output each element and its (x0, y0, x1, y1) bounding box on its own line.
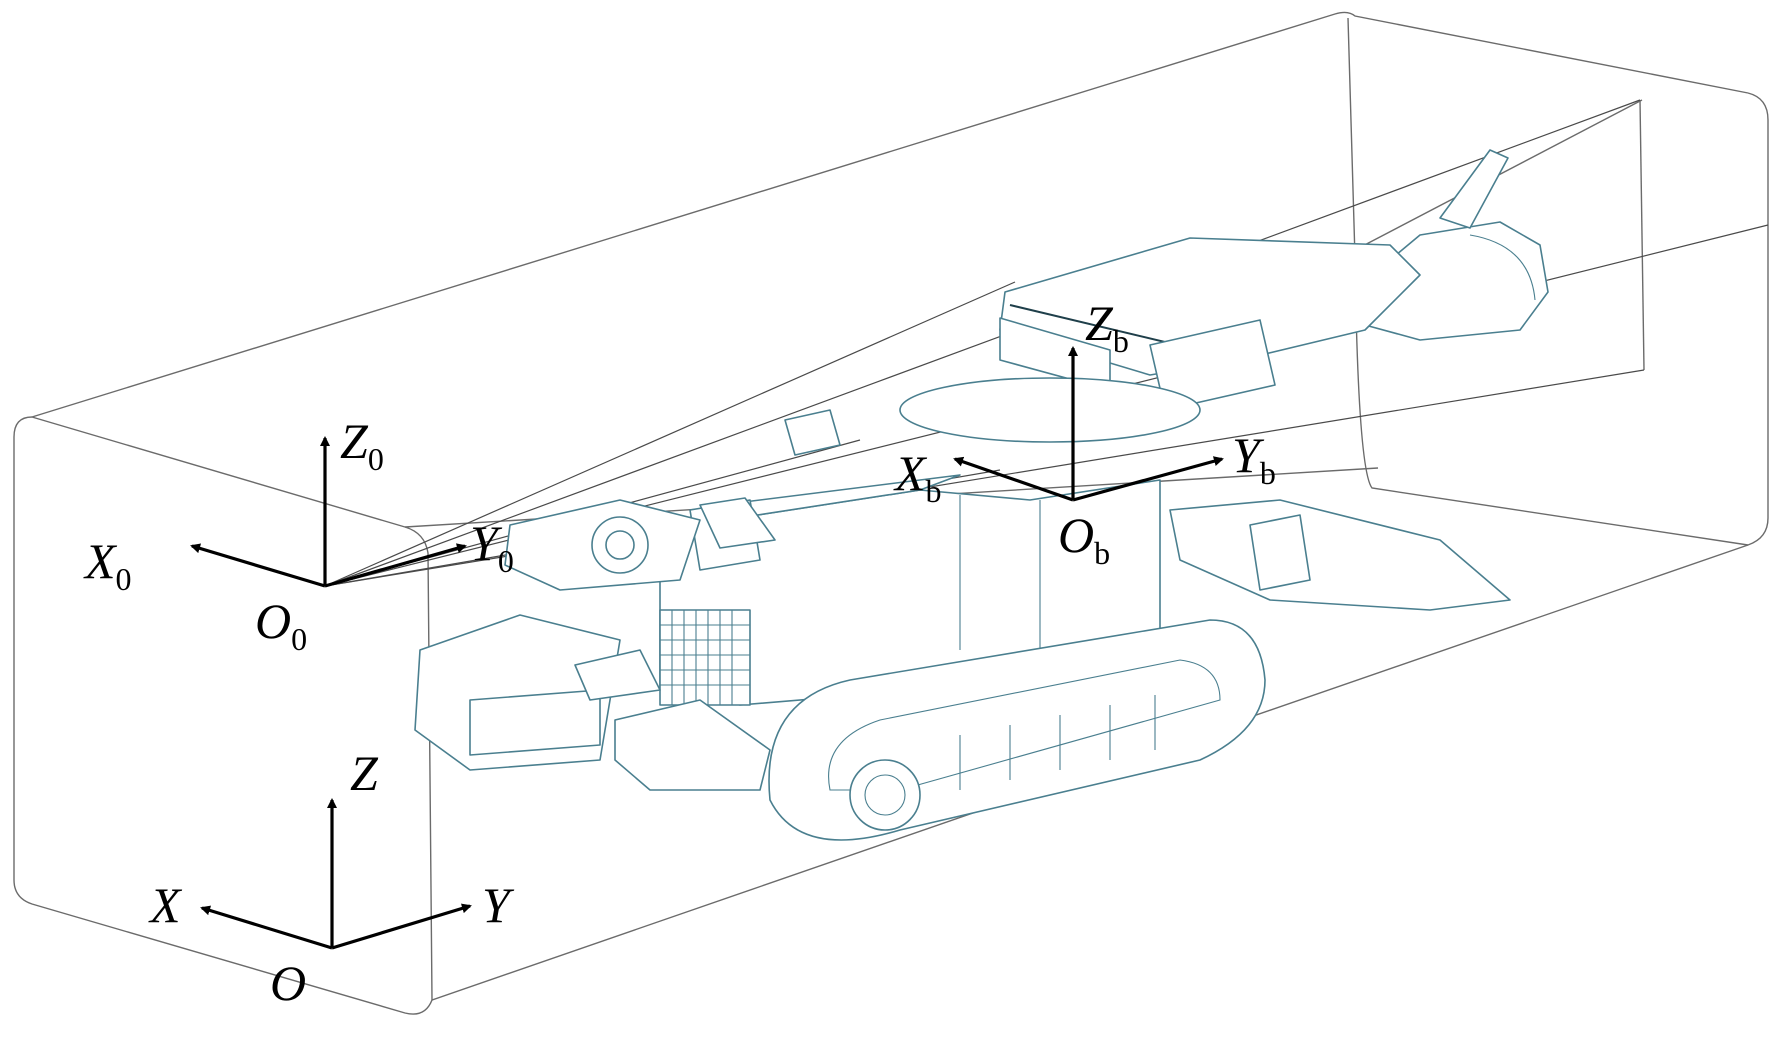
frame-tunnel: Z0 X0 Y0 O0 (83, 413, 514, 657)
world-y-label: Y (482, 877, 515, 933)
world-x-axis (200, 905, 333, 950)
crawler-track (768, 619, 1266, 841)
radiator-grille (659, 609, 751, 706)
world-x-label: X (148, 877, 183, 933)
frame-world: Z X Y O (148, 745, 515, 1011)
body-origin-label: Ob (1058, 507, 1110, 571)
world-origin-label: O (270, 955, 306, 1011)
world-z-label: Z (350, 745, 379, 801)
tunnel-y-axis (324, 543, 467, 588)
body-x-label: Xb (893, 445, 942, 509)
body-z-label: Zb (1085, 295, 1129, 359)
roadheader-machine (414, 149, 1549, 841)
tunnel-x-axis (190, 543, 326, 588)
tunnel-y-label: Y0 (470, 515, 514, 579)
tunnel-z-label: Z0 (340, 413, 384, 477)
body-x-axis (953, 456, 1074, 502)
tunnel-x-label: X0 (83, 533, 132, 597)
world-y-axis (331, 903, 472, 950)
frame-body: Zb Xb Yb Ob (893, 295, 1276, 571)
tunnel-origin-label: O0 (255, 593, 307, 657)
body-y-axis (1072, 456, 1224, 502)
body-y-label: Yb (1232, 427, 1276, 491)
